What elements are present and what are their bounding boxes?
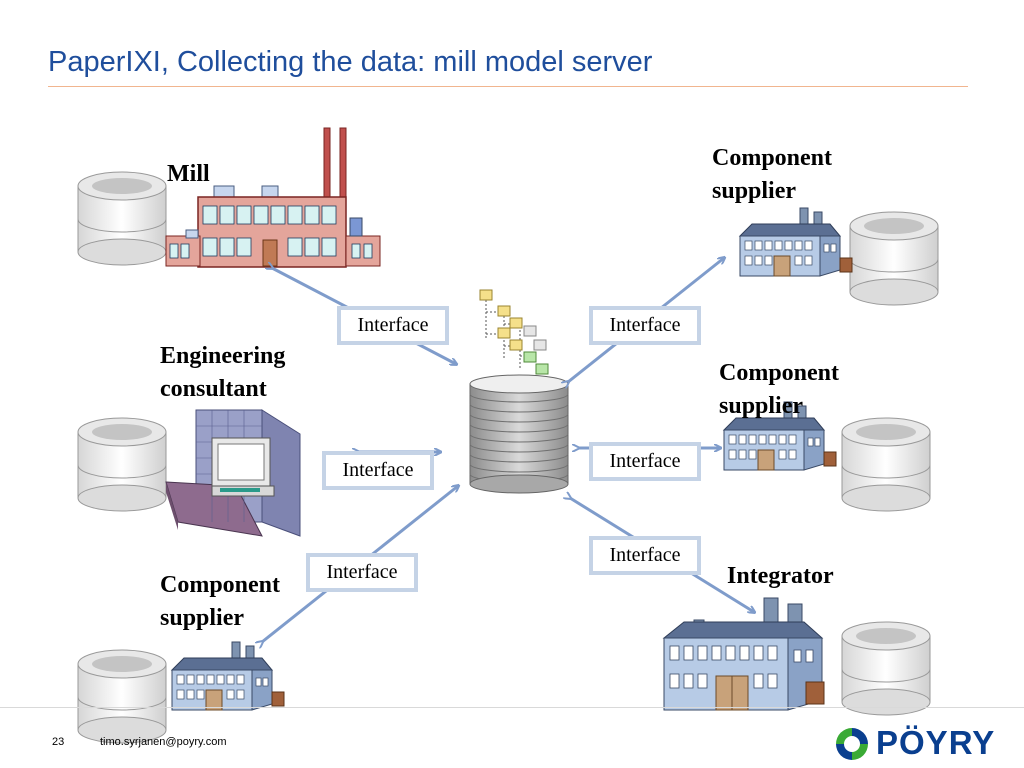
poyry-logo-text: PÖYRY (876, 724, 996, 761)
integrator-label: Integrator (727, 563, 834, 589)
component-supplier-bottom-label: Component supplier (160, 569, 280, 635)
supplier-mid-label-line2: supplier (719, 393, 804, 419)
interface-box-supplier-mid: Interface (589, 442, 701, 481)
interface-box-integrator: Interface (589, 536, 701, 575)
supplier-mid-database-icon (841, 417, 931, 512)
footer-divider (0, 707, 1024, 708)
interface-box-engineering: Interface (322, 451, 434, 490)
interface-box-supplier-top: Interface (589, 306, 701, 345)
supplier-bottom-database-icon (77, 649, 167, 744)
supplier-top-factory-icon (739, 207, 853, 277)
engineering-consultant-label: Engineering consultant (160, 340, 285, 406)
supplier-bottom-factory-icon (171, 641, 285, 711)
data-tree-icon (479, 289, 549, 375)
supplier-bottom-label-line1: Component (160, 572, 281, 598)
poyry-logo-mark-icon (836, 728, 868, 760)
supplier-top-label-line1: Component (712, 145, 833, 171)
mill-database-icon (77, 171, 167, 266)
engineering-label-line1: Engineering (160, 343, 286, 369)
page-number: 23 (52, 736, 65, 748)
slide-title: PaperIXI, Collecting the data: mill mode… (48, 46, 653, 78)
interface-box-supplier-bottom: Interface (306, 553, 418, 592)
component-supplier-mid-label: Component supplier (719, 357, 839, 423)
interface-box-mill: Interface (337, 306, 449, 345)
mill-factory-icon (165, 127, 381, 268)
engineering-building-icon (165, 409, 301, 537)
engineering-database-icon (77, 417, 167, 512)
mill-label: Mill (167, 161, 210, 187)
footer-email: timo.syrjanen@poyry.com (100, 736, 227, 748)
integrator-factory-icon (663, 597, 825, 711)
integrator-database-icon (841, 621, 931, 716)
component-supplier-top-label: Component supplier (712, 142, 832, 208)
engineering-label-line2: consultant (160, 376, 267, 402)
supplier-bottom-label-line2: supplier (160, 605, 245, 631)
supplier-top-label-line2: supplier (712, 178, 797, 204)
supplier-mid-label-line1: Component (719, 360, 840, 386)
title-divider (48, 86, 968, 87)
supplier-top-database-icon (849, 211, 939, 306)
mill-model-server-icon (469, 374, 569, 494)
poyry-logo: PÖYRY (832, 718, 1016, 766)
